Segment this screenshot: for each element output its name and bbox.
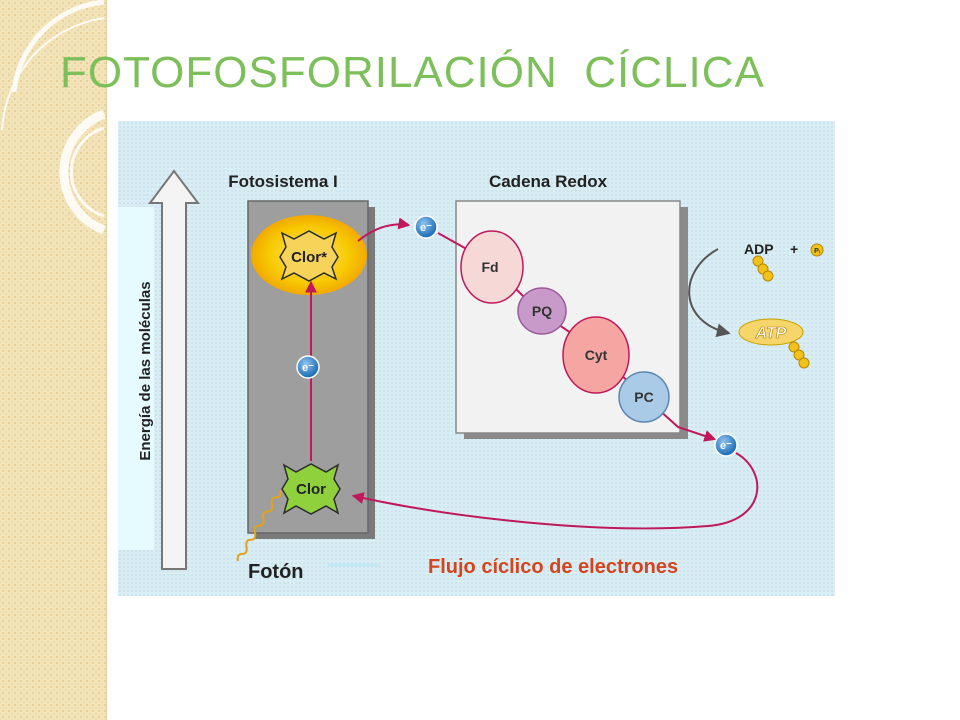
slide-title: FOTOFOSFORILACIÓN CÍCLICA [60, 48, 765, 97]
phosphate-icon [810, 243, 824, 257]
carrier-cyt [562, 316, 630, 394]
photon-label: Fotón [248, 561, 304, 583]
cyclic-return-arrow [351, 452, 759, 530]
photon-wave [236, 490, 282, 562]
phosphorylation-arrow [688, 248, 731, 338]
carrier-fd-label: Fd [481, 259, 498, 275]
electron-ps1 [296, 355, 320, 379]
carrier-fd [460, 230, 524, 304]
redox-chain-label: Cadena Redox [489, 172, 608, 191]
plus-sign: + [790, 241, 798, 257]
chlorophyll-label: Clor [296, 481, 326, 498]
atp-label: ATP [755, 325, 787, 342]
excited-chlorophyll-label: Clor* [291, 249, 327, 266]
adp-phosphate-chain [752, 255, 774, 282]
energy-axis-arrow [148, 169, 200, 570]
atp-glow [738, 318, 804, 346]
decorative-rings [1, 0, 106, 235]
cycle-label: Flujo cíclico de electrones [428, 556, 678, 578]
chlorophyll-shape [281, 463, 341, 515]
carrier-pq [517, 287, 567, 335]
carrier-pc [618, 371, 670, 423]
phosphate-label: Pᵢ [814, 248, 820, 255]
atp-phosphate-chain [788, 341, 810, 369]
electron-bottom-label: e⁻ [720, 440, 732, 452]
carrier-pc-label: PC [634, 389, 653, 405]
energy-strip [118, 207, 154, 550]
energy-axis-label: Energía de las moléculas [137, 281, 154, 460]
transfer-arrow-to-chain [357, 217, 411, 242]
carrier-cyt-label: Cyt [585, 347, 608, 363]
cyclic-photophosphorylation-diagram: Energía de las moléculas Fotosistema I C… [118, 121, 835, 596]
electron-bottom [714, 433, 738, 457]
electron-top-label: e⁻ [420, 222, 432, 234]
electron-top [414, 215, 438, 239]
excited-chlorophyll-shape [279, 230, 339, 282]
photosystem-label: Fotosistema I [228, 172, 338, 191]
adp-label: ADP [744, 241, 774, 257]
carrier-pq-label: PQ [532, 303, 552, 319]
electron-ps1-label: e⁻ [302, 362, 314, 374]
